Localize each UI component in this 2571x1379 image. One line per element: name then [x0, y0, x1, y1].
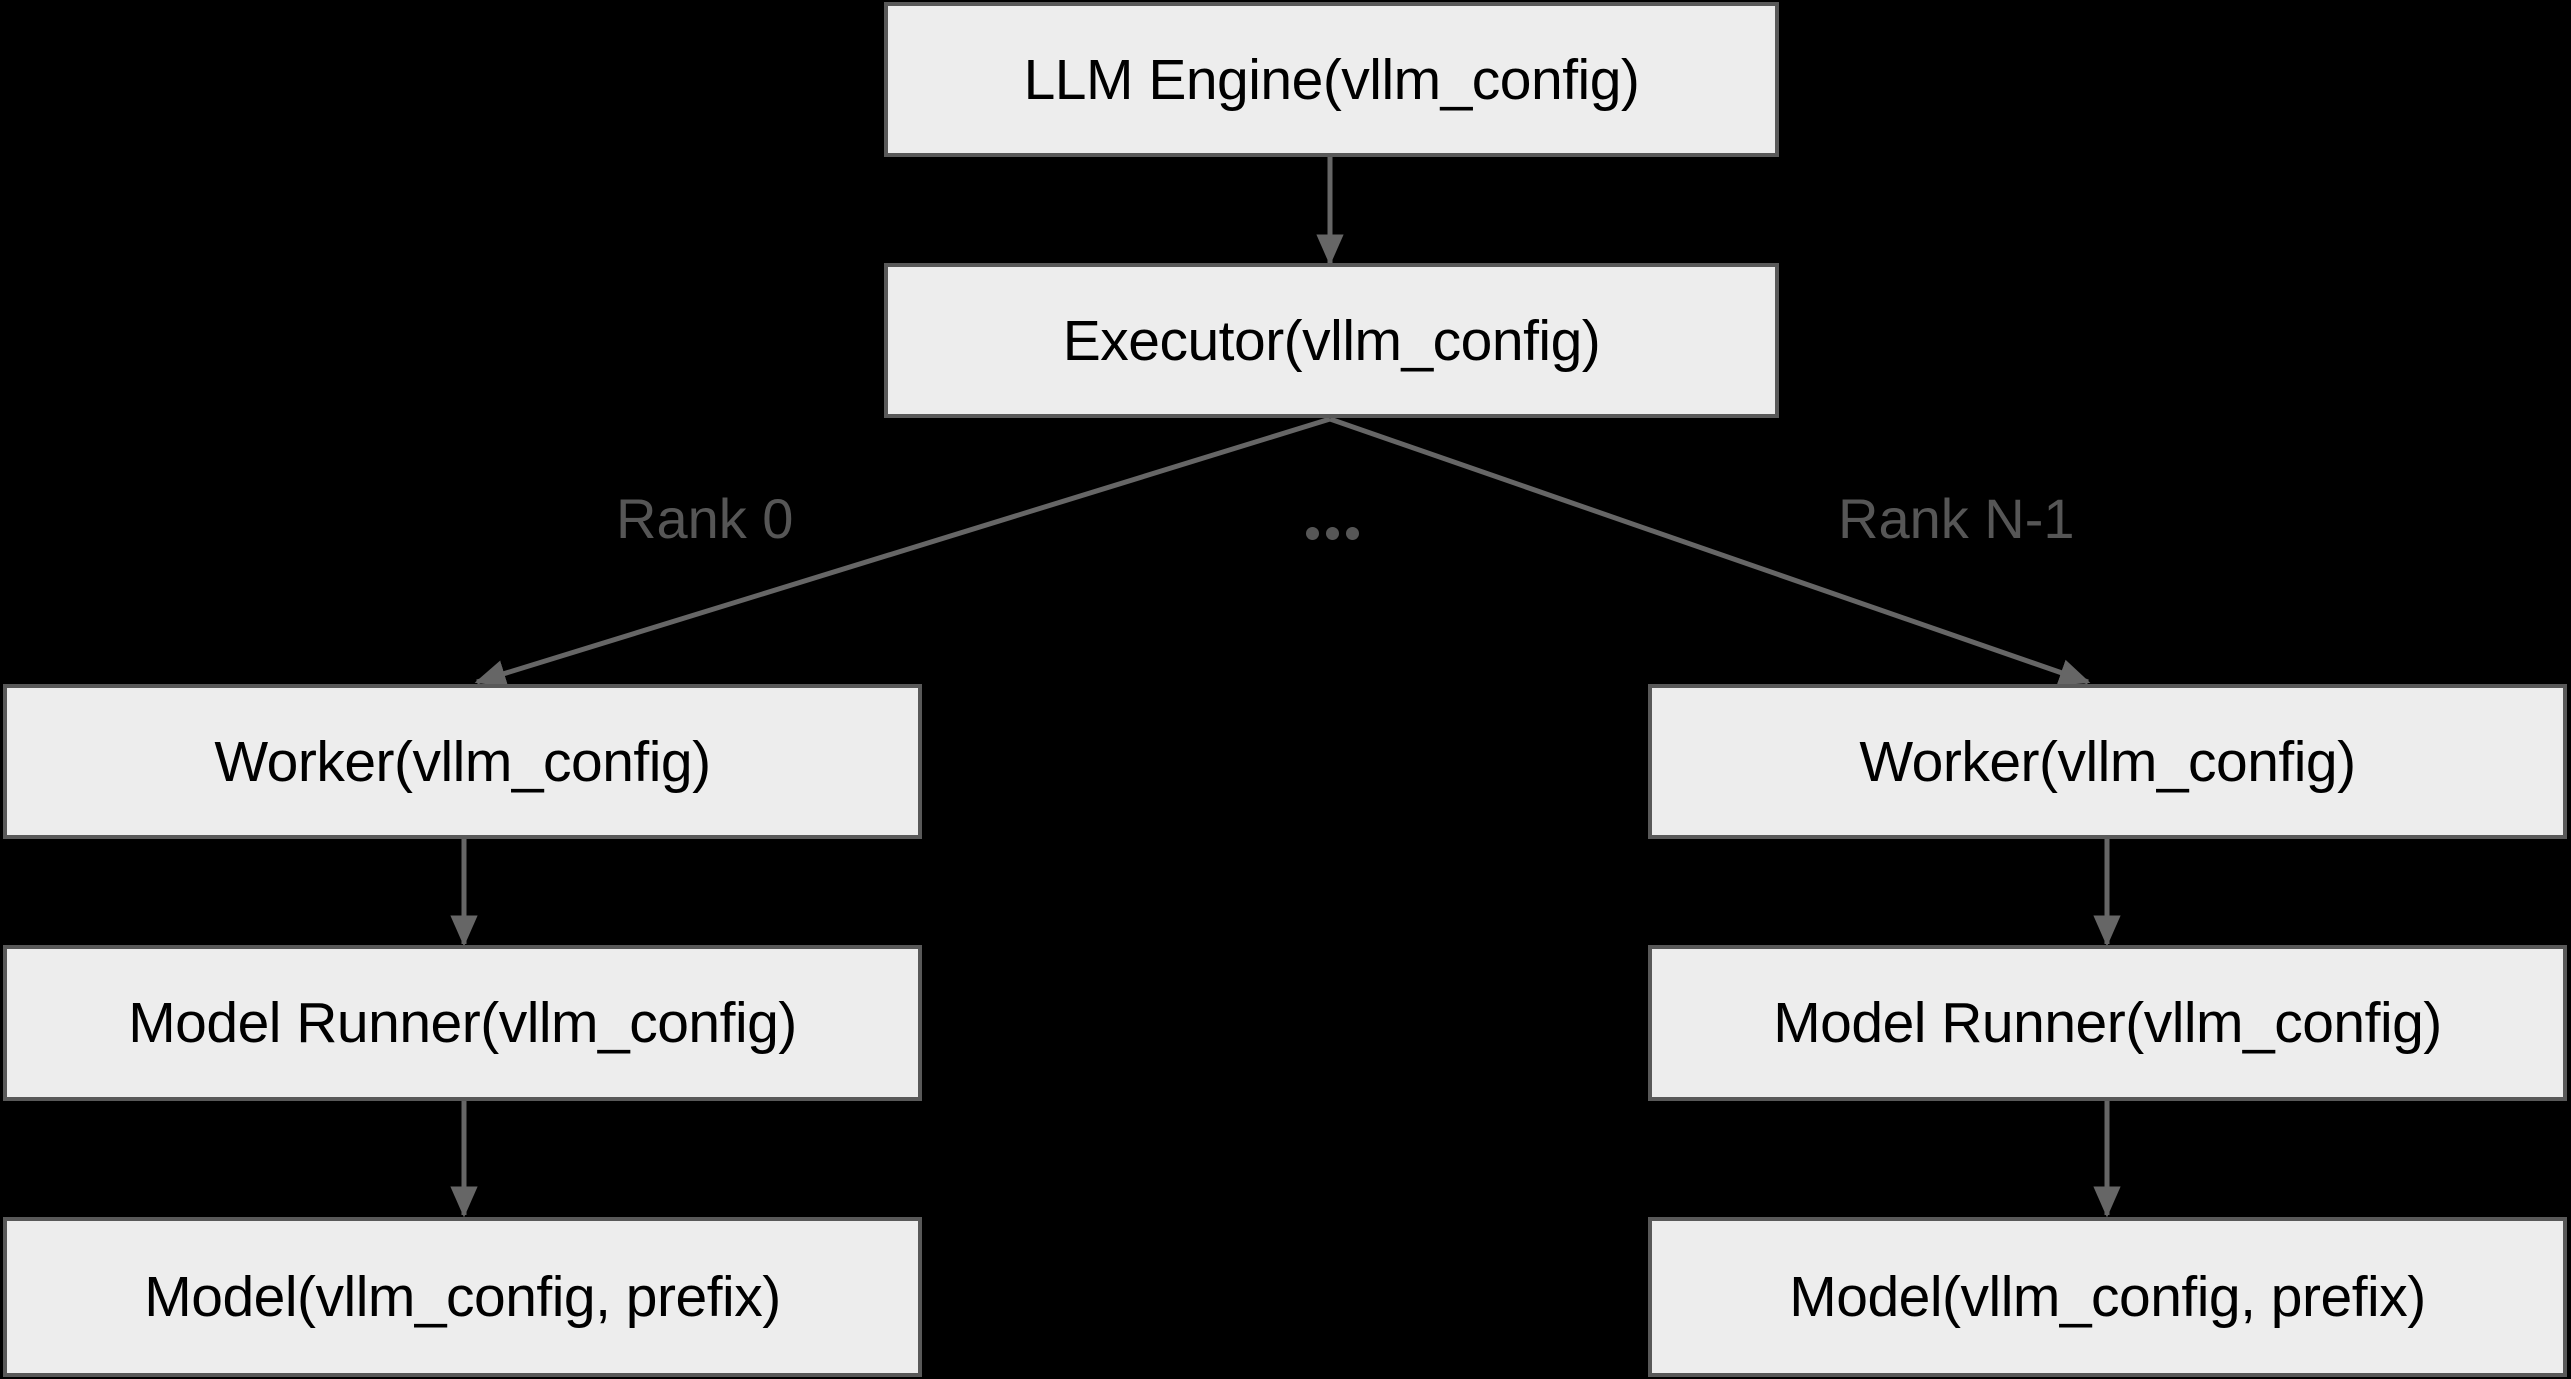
node-worker-rankn-label: Worker(vllm_config)	[1859, 729, 2356, 794]
edge-label-rank-0: Rank 0	[616, 487, 794, 550]
node-executor[interactable]: Executor(vllm_config)	[884, 263, 1779, 418]
node-model-rankn-label: Model(vllm_config, prefix)	[1789, 1265, 2426, 1329]
node-worker-rank0-label: Worker(vllm_config)	[214, 729, 711, 794]
node-llm-engine-label: LLM Engine(vllm_config)	[1023, 47, 1640, 112]
node-worker-rank0[interactable]: Worker(vllm_config)	[3, 684, 922, 839]
node-model-runner-rankn-label: Model Runner(vllm_config)	[1773, 991, 2442, 1055]
node-model-runner-rank0[interactable]: Model Runner(vllm_config)	[3, 945, 922, 1101]
edge-label-rank-n-1: Rank N-1	[1838, 487, 2075, 550]
node-worker-rankn[interactable]: Worker(vllm_config)	[1648, 684, 2567, 839]
node-model-runner-rankn[interactable]: Model Runner(vllm_config)	[1648, 945, 2567, 1101]
node-executor-label: Executor(vllm_config)	[1062, 308, 1601, 373]
edge-label-rank-ellipsis	[1306, 527, 1359, 540]
node-llm-engine[interactable]: LLM Engine(vllm_config)	[884, 2, 1779, 157]
ellipsis-dot-3	[1346, 527, 1359, 540]
node-model-rank0[interactable]: Model(vllm_config, prefix)	[3, 1217, 922, 1377]
node-model-rank0-label: Model(vllm_config, prefix)	[144, 1265, 781, 1329]
edge-executor-to-worker-rank0	[474, 416, 1331, 687]
ellipsis-dot-2	[1326, 527, 1339, 540]
ellipsis-dot-1	[1306, 527, 1319, 540]
node-model-runner-rank0-label: Model Runner(vllm_config)	[128, 991, 797, 1055]
node-model-rankn[interactable]: Model(vllm_config, prefix)	[1648, 1217, 2567, 1377]
